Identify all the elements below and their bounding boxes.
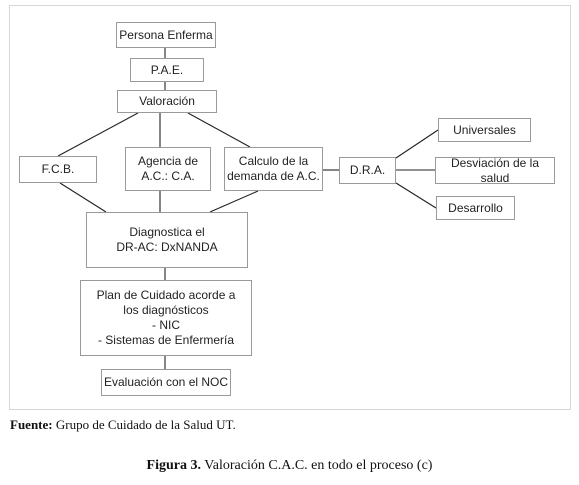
edge-dra-desarrollo bbox=[395, 182, 437, 209]
edge-valoracion-fcb bbox=[57, 112, 139, 157]
node-plan-cuidado: Plan de Cuidado acorde a los diagnóstico… bbox=[80, 280, 252, 356]
figure-caption: Figura 3. Valoración C.A.C. en todo el p… bbox=[0, 458, 579, 474]
source-label: Fuente: bbox=[10, 417, 53, 432]
node-calculo: Calculo de la demanda de A.C. bbox=[224, 147, 323, 191]
node-desarrollo: Desarrollo bbox=[436, 196, 515, 220]
edge-dra-universales bbox=[395, 129, 439, 159]
node-agencia: Agencia de A.C.: C.A. bbox=[125, 147, 211, 191]
edge-fcb-diagnostica bbox=[59, 182, 107, 213]
node-persona-enferma: Persona Enferma bbox=[116, 22, 216, 48]
node-evaluacion: Evaluación con el NOC bbox=[101, 369, 231, 396]
edge-calculo-diagnostica bbox=[209, 190, 259, 213]
node-desviacion: Desviación de la salud bbox=[435, 156, 555, 185]
figure-label: Figura 3. bbox=[146, 458, 201, 473]
node-dra: D.R.A. bbox=[339, 157, 396, 184]
edge-valoracion-calculo bbox=[187, 112, 251, 148]
source-text: Grupo de Cuidado de la Salud UT. bbox=[52, 417, 236, 432]
figure-text: Valoración C.A.C. en todo el proceso (c) bbox=[200, 458, 433, 473]
node-pae: P.A.E. bbox=[130, 58, 204, 82]
node-fcb: F.C.B. bbox=[19, 156, 97, 183]
node-valoracion: Valoración bbox=[117, 90, 217, 113]
node-diagnostica: Diagnostica el DR-AC: DxNANDA bbox=[86, 212, 248, 268]
node-universales: Universales bbox=[438, 118, 531, 142]
source-note: Fuente: Grupo de Cuidado de la Salud UT. bbox=[10, 417, 236, 433]
